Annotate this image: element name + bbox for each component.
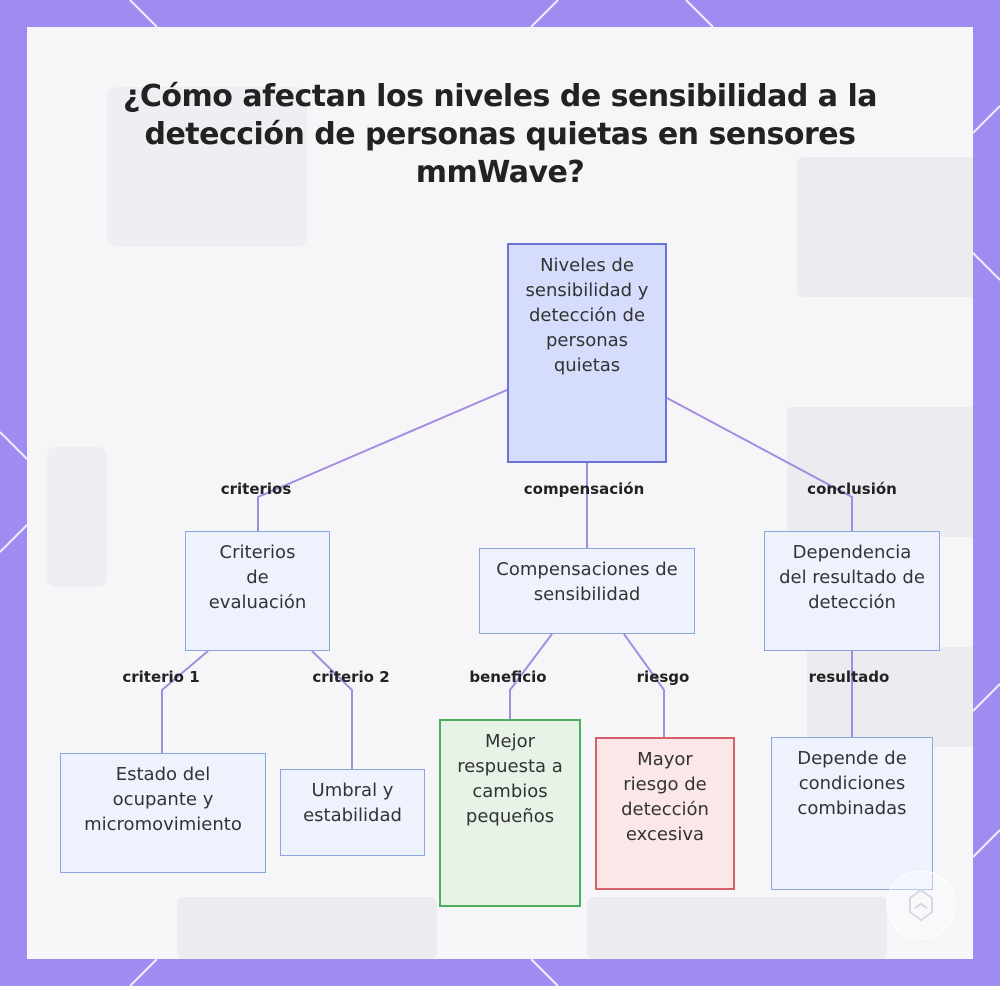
node-criterios-label: Criterios de evaluación [208,542,307,613]
edge-compensaciones-mayor [623,633,665,737]
edge-root-criterios [257,389,508,531]
node-criterios-evaluacion: Criterios de evaluación [185,531,330,651]
edge-criterios-umbral [311,650,353,769]
node-mayor-label: Mayor riesgo de detección excesiva [621,749,709,845]
node-dependencia-label: Dependencia del resultado de detección [779,542,925,613]
edge-label-beneficio: beneficio [469,668,547,686]
edge-compensaciones-mejor [509,633,553,719]
node-umbral-label: Umbral y estabilidad [303,780,402,826]
node-mejor-respuesta: Mejor respuesta a cambios pequeños [439,719,581,907]
node-root-label: Niveles de sensibilidad y detección de p… [525,255,649,376]
node-compensaciones: Compensaciones de sensibilidad [479,548,695,634]
node-mejor-label: Mejor respuesta a cambios pequeños [457,731,563,827]
node-depende-condiciones: Depende de condiciones combinadas [771,737,933,890]
diagram-title: ¿Cómo afectan los niveles de sensibilida… [123,79,877,190]
node-estado-label: Estado del ocupante y micromovimiento [84,764,242,835]
node-umbral-estabilidad: Umbral y estabilidad [280,769,425,856]
node-dependencia: Dependencia del resultado de detección [764,531,940,651]
edge-label-riesgo: riesgo [636,668,690,686]
edge-label-criterios: criterios [220,480,292,498]
edge-label-compensacion: compensación [523,480,645,498]
watermark-logo [886,870,956,940]
node-compensaciones-label: Compensaciones de sensibilidad [496,559,678,605]
node-estado-ocupante: Estado del ocupante y micromovimiento [60,753,266,873]
node-depende-label: Depende de condiciones combinadas [797,748,907,819]
node-root: Niveles de sensibilidad y detección de p… [507,243,667,463]
edge-root-dependencia [666,397,853,531]
edge-label-criterio-1: criterio 1 [122,668,200,686]
edge-label-resultado: resultado [808,668,890,686]
edge-label-criterio-2: criterio 2 [312,668,390,686]
edge-criterios-estado [161,650,209,753]
blurred-background-image [47,87,973,959]
edge-label-conclusion: conclusión [807,480,897,498]
node-mayor-riesgo: Mayor riesgo de detección excesiva [595,737,735,890]
